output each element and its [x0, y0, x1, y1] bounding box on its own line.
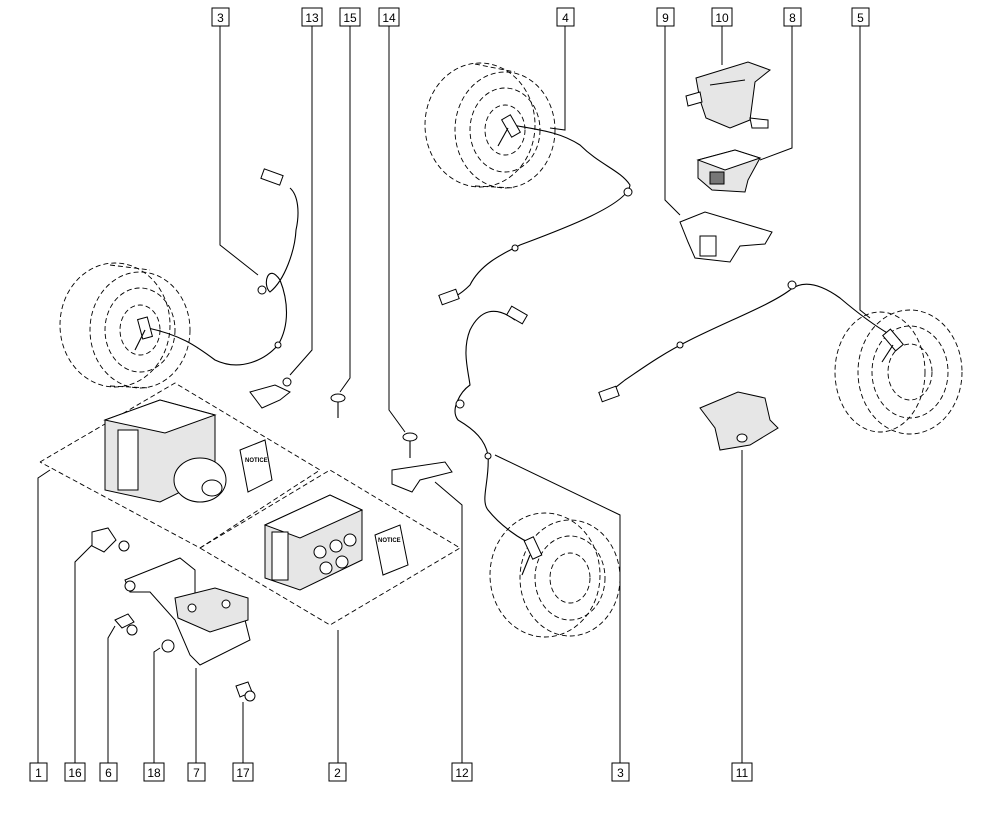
- callout-label: 5: [857, 11, 864, 25]
- callout-15: 15: [339, 7, 361, 27]
- bracket-11: [699, 391, 779, 451]
- wheel-front-right: [424, 62, 556, 189]
- callout-18: 18: [143, 762, 165, 782]
- callout-3-bottom: 3: [611, 762, 630, 782]
- callout-8: 8: [783, 7, 802, 27]
- callout-11: 11: [731, 762, 753, 782]
- callout-label: 18: [147, 766, 161, 780]
- abs-mounting-bracket-7: [124, 557, 251, 666]
- notice-booklet-2: NOTICE: [374, 524, 409, 576]
- clip-13: [249, 377, 292, 409]
- callout-label: 17: [236, 766, 250, 780]
- callout-label: 8: [789, 11, 796, 25]
- callout-label: 15: [343, 11, 357, 25]
- callout-12: 12: [451, 762, 473, 782]
- callout-label: 9: [662, 11, 669, 25]
- wheel-speed-sensor-front-left: [134, 168, 299, 366]
- wheel-rear-right: [834, 309, 963, 435]
- callout-label: 6: [105, 766, 112, 780]
- callout-5: 5: [851, 7, 870, 27]
- wheel-speed-sensor-rear-right: [598, 280, 904, 403]
- callout-9: 9: [656, 7, 675, 27]
- callout-label: 2: [334, 766, 341, 780]
- wheel-rear-left: [489, 512, 621, 638]
- nut-18: [161, 639, 175, 653]
- callout-7: 7: [187, 762, 206, 782]
- callout-label: 4: [562, 11, 569, 25]
- callout-10: 10: [711, 7, 733, 27]
- callout-13: 13: [301, 7, 323, 27]
- wheel-speed-sensor-rear-left: [454, 305, 543, 576]
- clip-16: [91, 527, 130, 553]
- callout-label: 3: [217, 11, 224, 25]
- abs-hydraulic-unit: [103, 399, 227, 503]
- callout-2: 2: [328, 762, 347, 782]
- bolt-14: [402, 432, 418, 458]
- callout-label: 12: [455, 766, 469, 780]
- callout-1: 1: [29, 762, 48, 782]
- callout-17: 17: [232, 762, 254, 782]
- notice-label-2: NOTICE: [378, 538, 401, 544]
- abs-unit-kit-outline: [39, 382, 321, 549]
- bolt-17: [235, 681, 256, 702]
- wheel-speed-sensor-front-right: [438, 114, 633, 306]
- callout-label: 3: [617, 766, 624, 780]
- callout-14: 14: [378, 7, 400, 27]
- bracket-10: [685, 61, 772, 129]
- callout-3-top: 3: [211, 7, 230, 27]
- abs-electronic-unit: [263, 494, 364, 591]
- clip-12: [391, 461, 453, 493]
- callout-label: 1: [35, 766, 42, 780]
- bolt-6: [114, 613, 138, 636]
- callout-6: 6: [99, 762, 118, 782]
- leader-lines: [37, 26, 871, 772]
- sensor-bracket-9: [679, 211, 773, 263]
- callout-label: 11: [736, 766, 749, 780]
- yaw-rate-sensor-8: [696, 149, 762, 193]
- callout-label: 16: [68, 766, 82, 780]
- notice-label-1: NOTICE: [245, 458, 268, 464]
- callout-label: 13: [305, 11, 319, 25]
- callout-4: 4: [556, 7, 575, 27]
- bolt-15: [330, 393, 346, 418]
- wheel-front-left: [59, 262, 191, 389]
- notice-booklet-1: NOTICE: [239, 439, 273, 493]
- callout-label: 14: [382, 11, 396, 25]
- callout-16: 16: [64, 762, 86, 782]
- callout-label: 10: [715, 11, 729, 25]
- abs-unit-kit-2-outline: [199, 469, 461, 626]
- callout-label: 7: [193, 766, 200, 780]
